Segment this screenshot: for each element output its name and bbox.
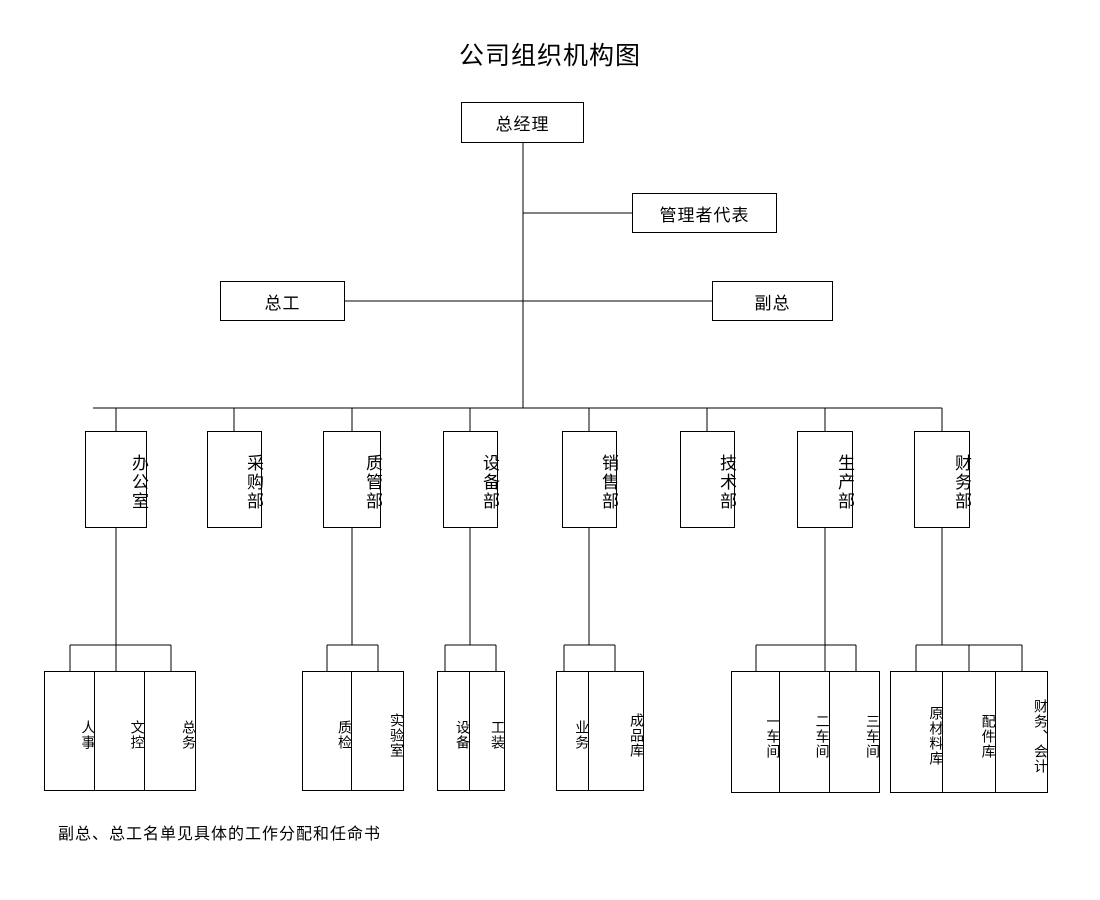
node-management-representative[interactable]: 管理者代表 [632, 193, 777, 233]
subunit-label: 三车间 [829, 672, 880, 792]
node-department-finance[interactable]: 财务部 [914, 431, 971, 528]
subunit-label: 文控 [95, 672, 145, 790]
subunit-cell[interactable]: 实验室 [352, 672, 404, 790]
node-department-technical-label: 技术部 [716, 454, 736, 511]
node-department-equipment[interactable]: 设备部 [443, 431, 499, 528]
node-department-purchasing-label: 采购部 [243, 454, 263, 511]
subgroup-production: 一车间 二车间 三车间 [731, 671, 880, 793]
subunit-label: 配件库 [943, 672, 996, 792]
node-vice-president-label: 副总 [754, 293, 791, 314]
subunit-cell[interactable]: 原材料库 [891, 672, 944, 792]
subunit-label: 财务、会计 [995, 672, 1048, 792]
subunit-label: 设备 [438, 672, 470, 790]
subunit-label: 一车间 [732, 672, 780, 792]
subunit-label: 成品库 [589, 672, 644, 790]
subunit-cell[interactable]: 文控 [95, 672, 145, 790]
subunit-cell[interactable]: 成品库 [589, 672, 644, 790]
subgroup-finance: 原材料库 配件库 财务、会计 [890, 671, 1048, 793]
subunit-cell[interactable]: 二车间 [780, 672, 830, 792]
subunit-cell[interactable]: 设备 [438, 672, 471, 790]
subunit-label: 总务 [144, 672, 196, 790]
subunit-label: 质检 [303, 672, 352, 790]
subunit-cell[interactable]: 三车间 [829, 672, 880, 792]
node-department-quality-label: 质管部 [362, 454, 382, 511]
subgroup-sales: 业务 成品库 [556, 671, 644, 791]
page-title: 公司组织机构图 [458, 41, 641, 70]
node-department-purchasing[interactable]: 采购部 [207, 431, 263, 528]
subunit-cell[interactable]: 业务 [557, 672, 590, 790]
subunit-label: 业务 [557, 672, 589, 790]
node-department-sales-label: 销售部 [598, 454, 618, 511]
subunit-label: 实验室 [352, 672, 404, 790]
node-general-manager-label: 总经理 [495, 115, 550, 135]
node-department-equipment-label: 设备部 [479, 454, 499, 511]
subgroup-equipment: 设备 工装 [437, 671, 505, 791]
node-department-office-label: 办公室 [128, 454, 148, 511]
node-department-quality[interactable]: 质管部 [323, 431, 382, 528]
footer-note: 副总、总工名单见具体的工作分配和任命书 [58, 824, 382, 843]
subgroup-office: 人事 文控 总务 [44, 671, 196, 791]
node-management-representative-label: 管理者代表 [659, 205, 750, 226]
subunit-label: 原材料库 [891, 672, 943, 792]
node-department-sales[interactable]: 销售部 [562, 431, 618, 528]
node-department-technical[interactable]: 技术部 [680, 431, 736, 528]
subunit-cell[interactable]: 人事 [45, 672, 96, 790]
node-chief-engineer-label: 总工 [264, 293, 301, 314]
subunit-cell[interactable]: 总务 [144, 672, 196, 790]
subunit-label: 人事 [45, 672, 95, 790]
subunit-cell[interactable]: 财务、会计 [995, 672, 1048, 792]
subgroup-quality: 质检 实验室 [302, 671, 404, 791]
node-department-production[interactable]: 生产部 [797, 431, 854, 528]
subunit-cell[interactable]: 工装 [470, 672, 505, 790]
subunit-cell[interactable]: 配件库 [943, 672, 996, 792]
node-department-finance-label: 财务部 [951, 454, 971, 511]
node-general-manager[interactable]: 总经理 [461, 102, 584, 143]
node-chief-engineer[interactable]: 总工 [220, 281, 345, 321]
subunit-label: 工装 [470, 672, 505, 790]
subunit-cell[interactable]: 质检 [303, 672, 353, 790]
subunit-label: 二车间 [780, 672, 830, 792]
subunit-cell[interactable]: 一车间 [732, 672, 781, 792]
node-vice-president[interactable]: 副总 [712, 281, 833, 321]
node-department-office[interactable]: 办公室 [85, 431, 148, 528]
node-department-production-label: 生产部 [834, 454, 854, 511]
